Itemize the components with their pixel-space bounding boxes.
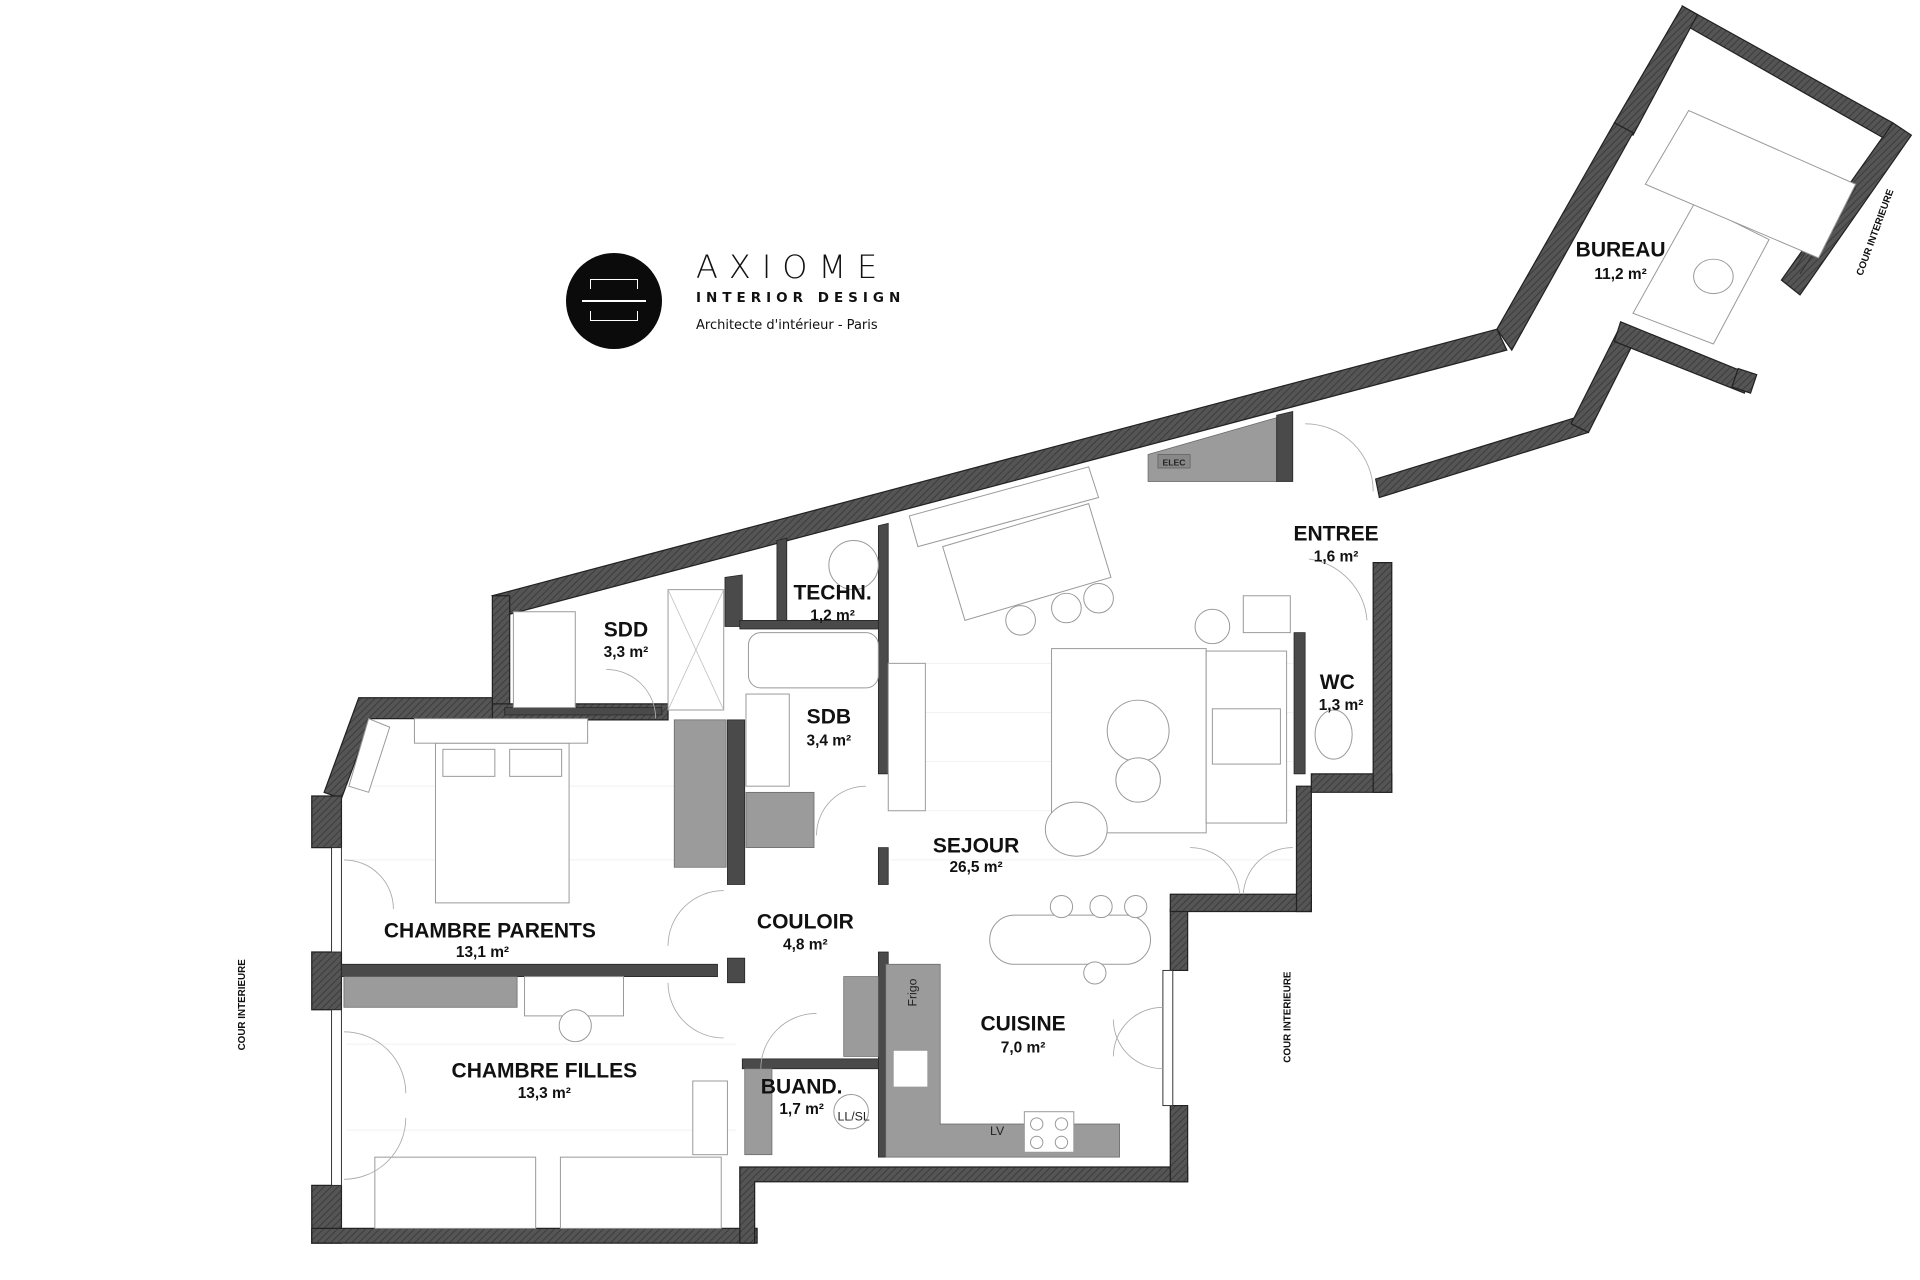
doors (343, 423, 1374, 1180)
axiome-logo-mark (566, 253, 662, 349)
frigo-label: Frigo (906, 978, 920, 1006)
floor-area (340, 27, 1875, 1229)
label-wc: WC (1320, 671, 1355, 694)
label-cuisine: CUISINE (980, 1013, 1065, 1036)
label-buand: BUAND. (761, 1075, 843, 1098)
label-couloir: COULOIR (757, 911, 854, 934)
sink (892, 1049, 929, 1088)
room-labels: SDD 3,3 m² TECHN. 1,2 m² SDB 3,4 m² SEJO… (384, 239, 1666, 1118)
water-heater (828, 540, 879, 591)
parents-wardrobe (673, 719, 727, 868)
elec-label: ELEC (1162, 458, 1185, 468)
toilet (1314, 709, 1353, 760)
area-sdd: 3,3 m² (604, 644, 649, 661)
label-sdd: SDD (604, 618, 648, 641)
area-chambre-filles: 13,3 m² (518, 1085, 571, 1102)
label-techn: TECHN. (793, 582, 871, 605)
label-chambre-parents: CHAMBRE PARENTS (384, 919, 596, 942)
armchair (1044, 801, 1108, 857)
lv-label: LV (990, 1124, 1005, 1138)
area-cuisine: 7,0 m² (1001, 1040, 1046, 1057)
label-bureau: BUREAU (1576, 239, 1666, 262)
dining-table (942, 503, 1112, 621)
area-entree: 1,6 m² (1314, 548, 1359, 565)
tv-unit (887, 662, 926, 812)
cour-interieure-left: COUR INTERIEURE (237, 959, 248, 1051)
ll-sl-label: LL/SL (837, 1109, 869, 1123)
label-sdb: SDB (807, 706, 851, 729)
area-sejour: 26,5 m² (949, 859, 1002, 876)
cour-interieure-middle: COUR INTERIEURE (1282, 971, 1293, 1063)
area-wc: 1,3 m² (1319, 697, 1364, 714)
area-techn: 1,2 m² (810, 607, 855, 624)
bar-table (989, 914, 1152, 965)
bathtub (747, 632, 879, 689)
washer (833, 1094, 869, 1130)
area-chambre-parents: 13,1 m² (456, 944, 509, 961)
single-bed-1 (374, 1156, 537, 1229)
plant (1194, 608, 1231, 645)
area-sdb: 3,4 m² (807, 733, 852, 750)
area-bureau: 11,2 m² (1594, 266, 1646, 283)
brand-tagline: Architecte d'intérieur - Paris (696, 318, 878, 333)
filles-wardrobe (343, 976, 518, 1008)
label-chambre-filles: CHAMBRE FILLES (452, 1059, 638, 1082)
sdd-vanity (512, 611, 576, 709)
area-buand: 1,7 m² (779, 1101, 824, 1118)
sdb-vanity (745, 693, 790, 787)
brand-subtitle: INTERIOR DESIGN (696, 290, 906, 306)
label-entree: ENTREE (1293, 523, 1378, 546)
furniture (343, 109, 1857, 1229)
label-sejour: SEJOUR (933, 835, 1019, 858)
single-bed-2 (559, 1156, 722, 1229)
kitchen-counter (885, 963, 1120, 1158)
coffee-table (1106, 699, 1170, 763)
brand-name: AXIOME (696, 248, 889, 286)
area-couloir: 4,8 m² (783, 937, 828, 954)
brand-block: AXIOME INTERIOR DESIGN Architecte d'inté… (696, 248, 905, 333)
